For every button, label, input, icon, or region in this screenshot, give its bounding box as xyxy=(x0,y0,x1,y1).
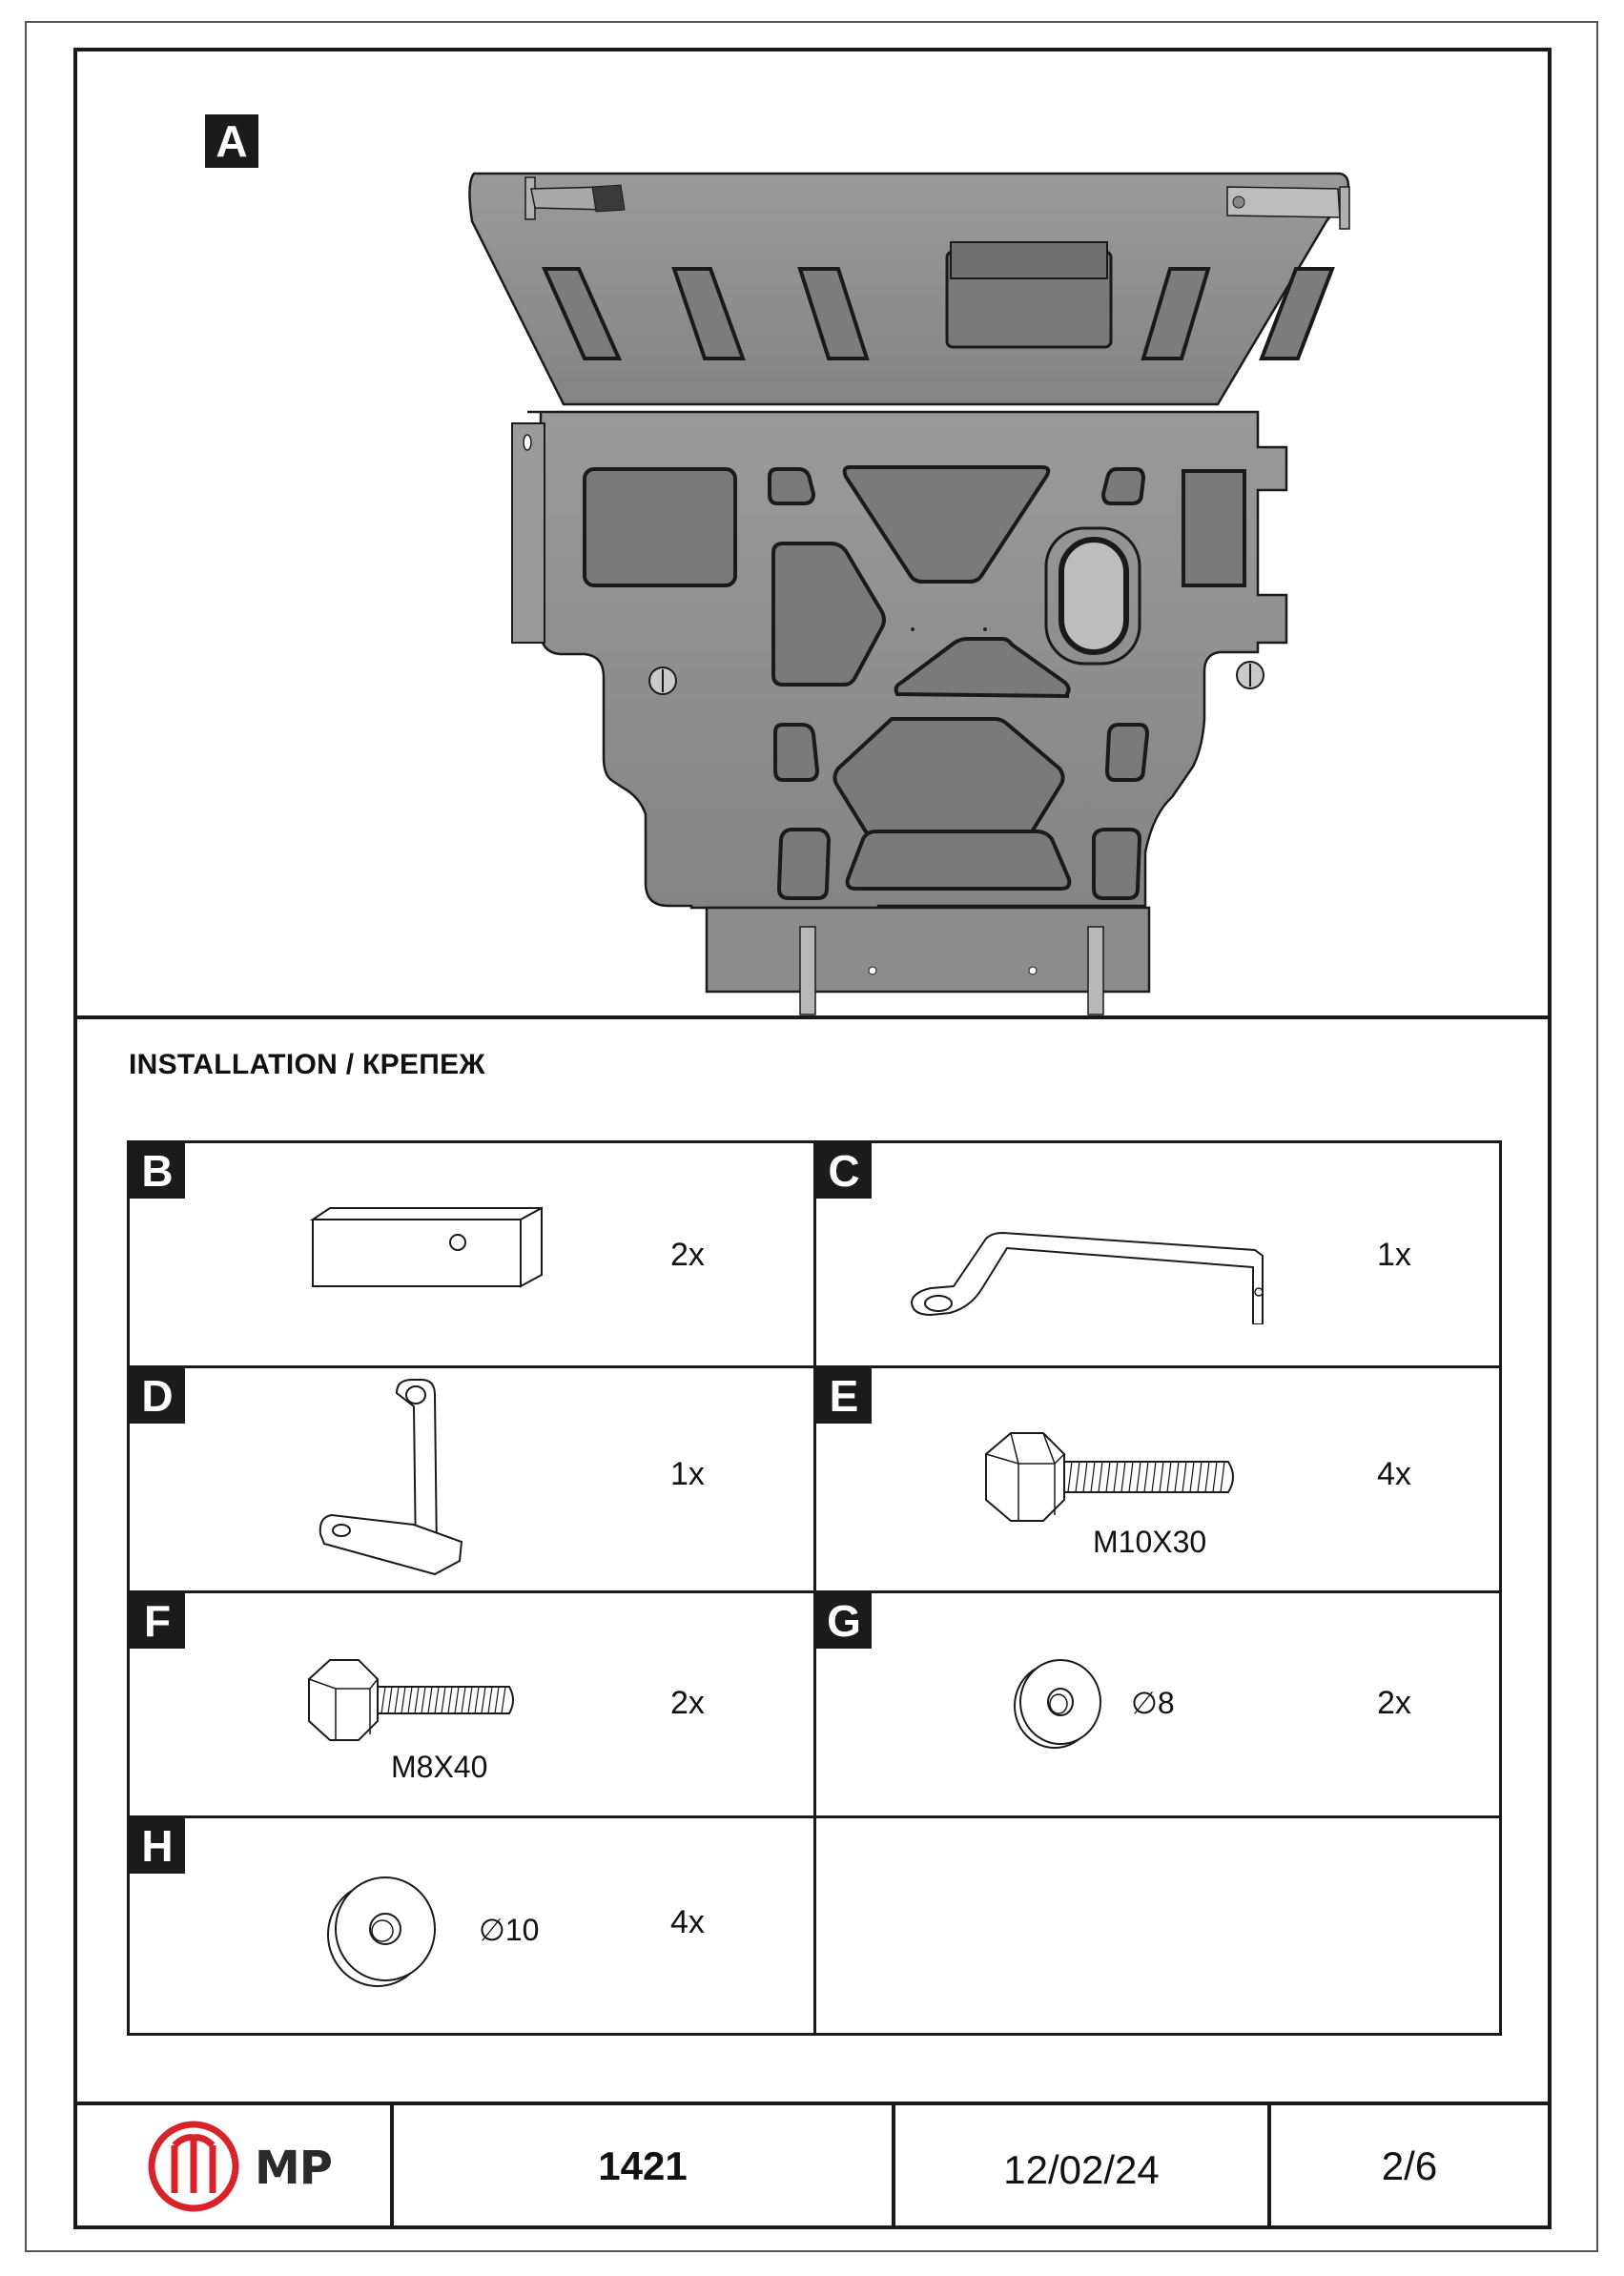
part-cell-c: C 1x xyxy=(816,1143,1499,1368)
part-b-letter: B xyxy=(130,1143,185,1199)
part-c-quantity: 1x xyxy=(1377,1237,1411,1273)
part-e-spec: M10X30 xyxy=(1093,1525,1207,1559)
part-d-letter: D xyxy=(130,1368,185,1424)
part-f-quantity: 2x xyxy=(670,1685,705,1721)
footer-logo-cell: MP xyxy=(77,2105,394,2229)
brand-logo-icon xyxy=(148,2121,239,2212)
part-d-quantity: 1x xyxy=(670,1456,705,1492)
part-cell-e: E M10X30 4x xyxy=(816,1368,1499,1593)
part-f-spec: M8X40 xyxy=(391,1750,488,1784)
part-e-quantity: 4x xyxy=(1377,1456,1411,1492)
plate-spacer-icon xyxy=(309,1206,543,1288)
l-bracket-icon xyxy=(319,1379,463,1576)
part-g-spec: ∅8 xyxy=(1131,1686,1175,1720)
part-cell-d: D 1x xyxy=(130,1368,816,1593)
bolt-m10-icon xyxy=(985,1432,1234,1522)
part-g-quantity: 2x xyxy=(1377,1685,1411,1721)
part-g-letter: G xyxy=(816,1593,872,1649)
parts-table: B 2x C 1x D xyxy=(127,1140,1502,2036)
footer-page-cell: 2/6 xyxy=(1271,2105,1548,2229)
part-cell-f: F M8X40 2x xyxy=(130,1593,816,1818)
drawing-date: 12/02/24 xyxy=(1003,2147,1160,2192)
footer-part-number-cell: 1421 xyxy=(394,2105,895,2229)
section-a-label: A xyxy=(205,114,258,168)
part-cell-h: H ∅10 4x xyxy=(130,1818,816,2036)
part-e-letter: E xyxy=(816,1368,872,1424)
part-f-letter: F xyxy=(130,1593,185,1649)
part-h-spec: ∅10 xyxy=(479,1913,540,1947)
title-block: MP 1421 12/02/24 2/6 xyxy=(77,2102,1548,2229)
bent-bracket-icon xyxy=(910,1231,1264,1324)
part-c-letter: C xyxy=(816,1143,872,1199)
part-b-quantity: 2x xyxy=(670,1237,705,1273)
washer-8-icon xyxy=(1014,1659,1101,1749)
part-number: 1421 xyxy=(598,2143,688,2188)
brand-name: MP xyxy=(255,2142,333,2195)
drawing-frame: A xyxy=(73,48,1552,2229)
footer-date-cell: 12/02/24 xyxy=(895,2105,1271,2229)
section-a-drawing: A xyxy=(77,51,1548,1019)
skid-plate-illustration xyxy=(468,172,1350,1015)
part-cell-empty xyxy=(816,1818,1499,2036)
part-h-letter: H xyxy=(130,1818,185,1874)
page-number: 2/6 xyxy=(1381,2143,1438,2188)
page-outer-border xyxy=(25,21,1598,2252)
bolt-m8-icon xyxy=(308,1659,514,1741)
part-cell-g: G ∅8 2x xyxy=(816,1593,1499,1818)
washer-10-icon xyxy=(327,1876,436,1987)
part-cell-b: B 2x xyxy=(130,1143,816,1368)
part-h-quantity: 4x xyxy=(670,1904,705,1940)
installation-title: INSTALLATION / КРЕПЕЖ xyxy=(129,1049,485,1080)
